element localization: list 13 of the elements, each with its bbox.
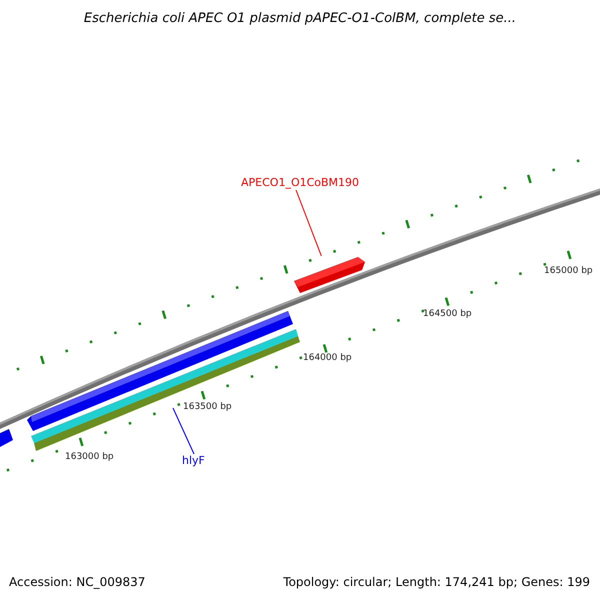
map-info: Topology: circular; Length: 174,241 bp; Genes: 199 [283, 575, 590, 590]
gene-feature-bar [294, 256, 366, 293]
position-label: 163500 bp [183, 402, 232, 413]
position-label: 164500 bp [423, 309, 472, 320]
leader-line [296, 190, 322, 256]
position-label: 164000 bp [303, 353, 352, 364]
position-label: 163000 bp [65, 452, 114, 463]
accession-label: Accession: NC_009837 [9, 575, 146, 590]
gene-label: APECO1_O1CoBM190 [241, 176, 360, 190]
title: Escherichia coli APEC O1 plasmid pAPEC-O1-ColBM, complete se... [82, 10, 518, 28]
gene-label: hlyF [182, 454, 205, 468]
leader-line [172, 408, 194, 454]
position-label: 165000 bp [544, 266, 593, 277]
